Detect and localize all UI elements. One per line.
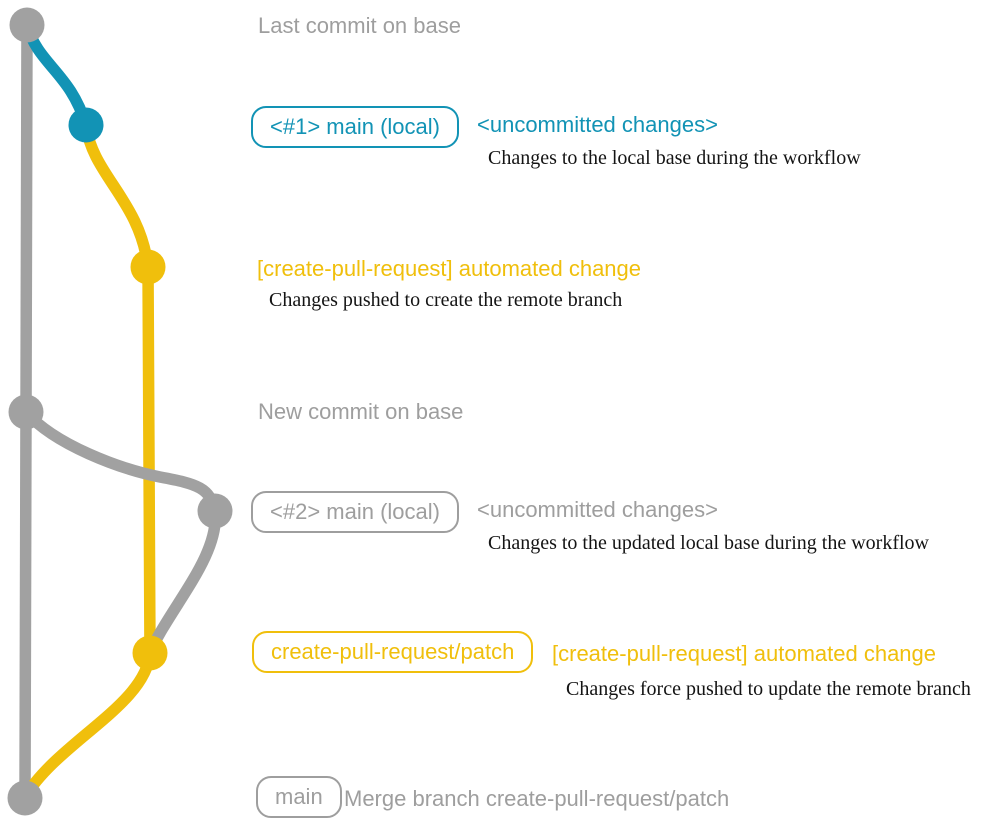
automated-change-heading-1: [create-pull-request] automated change	[257, 256, 642, 281]
commit-dot-automated-2	[132, 635, 168, 671]
desc-updated-local-base-changes: Changes to the updated local base during…	[488, 532, 929, 554]
badge-main-local-1: <#1> main (local)	[251, 106, 459, 148]
automated-change-heading-2: [create-pull-request] automated change	[552, 641, 937, 666]
merge-curve	[19, 647, 156, 803]
badge-main-local-2: <#2> main (local)	[251, 491, 459, 533]
commit-dot-main-local-2	[197, 493, 233, 529]
desc-force-pushed: Changes force pushed to update the remot…	[566, 678, 971, 700]
patch-branch-top-curve	[80, 119, 154, 273]
uncommitted-changes-heading-2: <uncommitted changes>	[477, 497, 718, 522]
commit-dot-base-last	[9, 7, 45, 43]
merge-branch-label: Merge branch create-pull-request/patch	[344, 786, 730, 811]
commit-dot-merge	[7, 780, 43, 816]
last-commit-label: Last commit on base	[258, 13, 461, 38]
commit-dot-base-new	[8, 394, 44, 430]
badge-patch-branch: create-pull-request/patch	[252, 631, 534, 673]
uncommitted-changes-heading-1: <uncommitted changes>	[477, 112, 718, 137]
desc-local-base-changes: Changes to the local base during the wor…	[488, 147, 861, 169]
commit-dot-automated-1	[130, 249, 166, 285]
badge-main: main	[256, 776, 342, 818]
patch-branch-line	[142, 261, 156, 659]
desc-changes-pushed: Changes pushed to create the remote bran…	[269, 289, 623, 311]
commit-dot-main-local-1	[68, 107, 104, 143]
new-commit-label: New commit on base	[258, 399, 464, 424]
commit-graph	[7, 7, 233, 816]
local-main-2-curve	[20, 406, 221, 658]
